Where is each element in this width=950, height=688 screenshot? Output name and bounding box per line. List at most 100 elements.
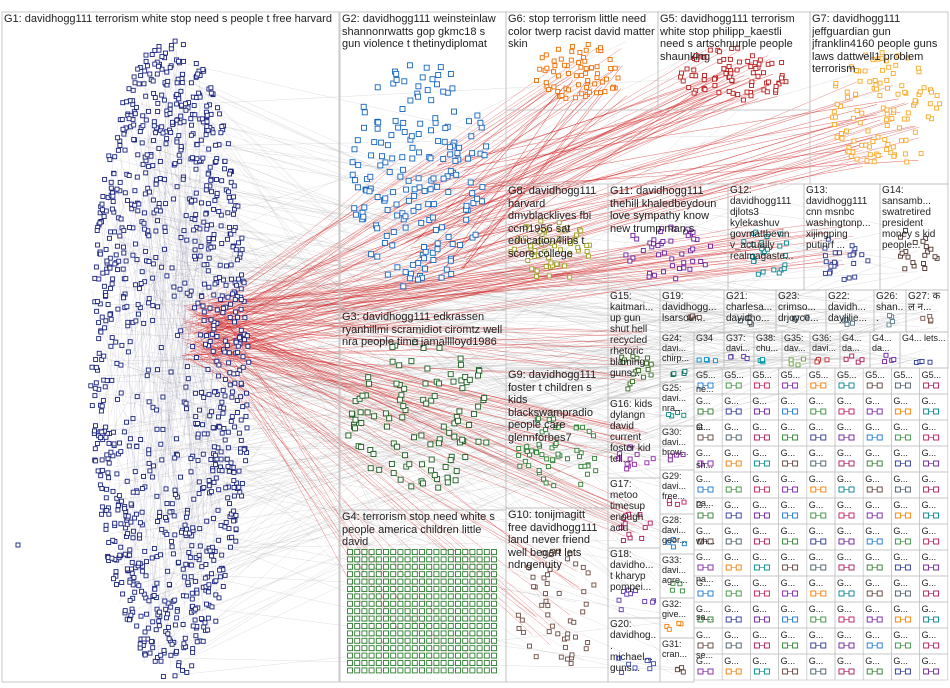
node [462, 652, 469, 659]
node [171, 293, 177, 299]
node [425, 201, 432, 208]
node [707, 47, 713, 53]
node [411, 660, 418, 666]
node [103, 247, 109, 252]
node [383, 652, 389, 659]
edge [183, 358, 626, 537]
node [834, 101, 840, 107]
node [110, 199, 116, 204]
node [160, 394, 166, 400]
node [202, 620, 208, 626]
node [140, 161, 146, 167]
node [863, 52, 868, 58]
edge [411, 85, 767, 222]
edge [161, 143, 220, 460]
node [545, 464, 551, 470]
node [583, 601, 589, 607]
node [354, 623, 361, 629]
node [226, 526, 232, 531]
edge [98, 319, 899, 474]
node [676, 266, 682, 271]
node [104, 378, 110, 384]
node [462, 623, 469, 629]
node [453, 468, 460, 474]
node [183, 561, 189, 567]
node [405, 197, 412, 204]
node [229, 394, 235, 400]
edge [117, 503, 439, 628]
node [415, 131, 422, 137]
node [404, 645, 411, 652]
node [690, 258, 696, 264]
node [933, 564, 940, 571]
node [476, 637, 483, 644]
node [219, 241, 225, 246]
node [109, 206, 115, 212]
node [351, 146, 358, 153]
node [933, 408, 940, 415]
node [669, 587, 675, 593]
edge [126, 140, 895, 474]
node [558, 654, 564, 660]
edge [163, 347, 887, 498]
node [885, 85, 890, 91]
node [876, 382, 883, 389]
node [851, 261, 857, 266]
node [92, 385, 98, 391]
node [419, 608, 425, 615]
node [101, 214, 107, 219]
node [230, 291, 236, 297]
node [168, 46, 174, 52]
node [658, 229, 664, 235]
node [846, 149, 852, 155]
node [883, 117, 889, 123]
node [192, 253, 198, 259]
node [113, 252, 119, 258]
node [630, 232, 636, 238]
node [394, 264, 401, 271]
node [194, 156, 200, 162]
node [447, 593, 454, 600]
node [623, 513, 629, 519]
node [418, 219, 425, 226]
node [240, 354, 246, 360]
node [440, 667, 447, 674]
node [763, 590, 770, 597]
node [390, 189, 397, 196]
edge [130, 153, 169, 531]
node [404, 637, 411, 644]
edge [152, 141, 444, 624]
node [810, 642, 817, 649]
node [218, 456, 224, 462]
node [421, 188, 428, 194]
node [875, 153, 881, 159]
node [753, 512, 760, 519]
node [381, 240, 388, 246]
edge [211, 264, 853, 582]
node [390, 637, 397, 644]
node [779, 60, 785, 65]
node [141, 320, 147, 326]
node [361, 593, 368, 600]
node [687, 266, 693, 272]
node [648, 361, 654, 367]
node [110, 193, 116, 199]
node [197, 407, 202, 413]
node [200, 303, 206, 309]
node [550, 457, 556, 463]
node [526, 463, 532, 469]
node [539, 55, 545, 61]
edge [183, 236, 854, 328]
node [532, 248, 538, 254]
small-group-cell [862, 549, 892, 577]
node [368, 608, 375, 615]
node [216, 595, 222, 601]
node [354, 549, 361, 555]
small-group-cell [806, 419, 836, 447]
node [852, 246, 858, 252]
node [223, 485, 229, 491]
node [843, 128, 849, 134]
node [404, 667, 411, 674]
node [159, 92, 165, 98]
node [117, 179, 123, 185]
